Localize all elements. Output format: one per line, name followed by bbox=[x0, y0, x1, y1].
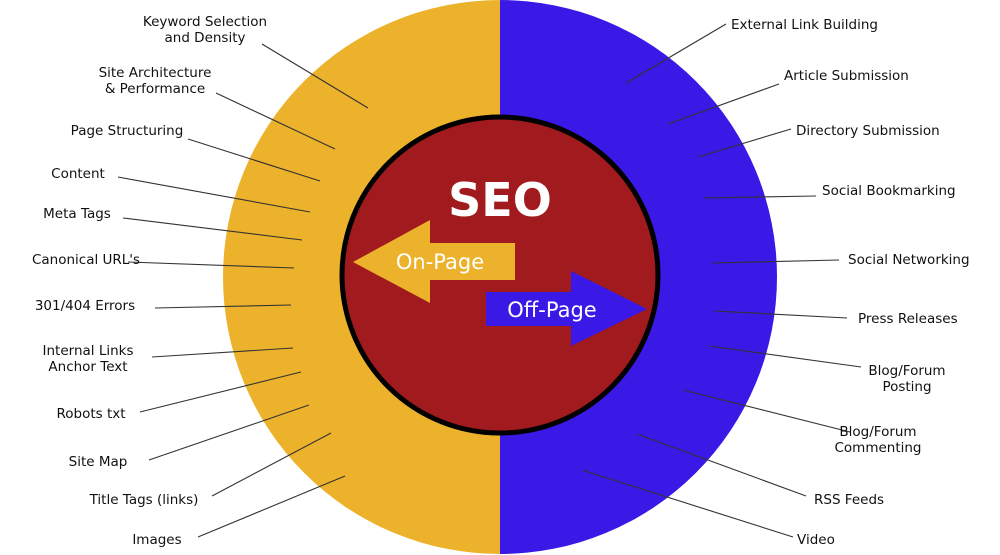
on-page-item-label-line: Meta Tags bbox=[43, 206, 111, 222]
on-page-item-leader-line bbox=[197, 475, 346, 538]
on-page-item-label-line: Keyword Selection bbox=[143, 14, 267, 30]
on-page-item-leader-line bbox=[187, 138, 321, 182]
on-page-item-leader-line bbox=[122, 217, 303, 241]
on-page-item-leader-line bbox=[154, 304, 292, 309]
on-page-item-label-line: Anchor Text bbox=[48, 359, 127, 375]
on-page-item-label: Meta Tags bbox=[43, 206, 111, 222]
off-page-item-leader-line bbox=[703, 195, 817, 199]
off-page-item-label: External Link Building bbox=[731, 17, 878, 33]
on-page-item-label-line: Robots txt bbox=[56, 406, 125, 422]
on-page-item-leader-line bbox=[139, 371, 302, 413]
on-page-item-label-line: Images bbox=[132, 532, 181, 548]
on-page-item-label-line: and Density bbox=[164, 30, 245, 46]
off-page-item-label-line: Social Bookmarking bbox=[822, 183, 956, 199]
on-page-item-label: Site Map bbox=[69, 454, 128, 470]
off-page-item-leader-line bbox=[713, 310, 848, 319]
on-page-item-label: Canonical URL's bbox=[32, 252, 140, 268]
on-page-item-leader-line bbox=[127, 261, 295, 269]
off-page-item-label: Video bbox=[797, 532, 835, 548]
off-page-item-label-line: Video bbox=[797, 532, 835, 548]
on-page-item-label: Content bbox=[51, 166, 105, 182]
off-page-item-label-line: Press Releases bbox=[858, 311, 958, 327]
off-page-item-leader-line bbox=[581, 469, 794, 538]
off-page-item-label-line: Article Submission bbox=[784, 68, 909, 84]
off-page-item-label-line: RSS Feeds bbox=[814, 492, 884, 508]
off-page-item-label-line: Social Networking bbox=[848, 252, 970, 268]
on-page-item-label: Title Tags (links) bbox=[89, 492, 199, 508]
off-page-item-leader-line bbox=[667, 83, 780, 125]
on-page-item-leader-line bbox=[211, 432, 332, 497]
off-page-item-label-line: Blog/Forum bbox=[839, 424, 916, 440]
on-page-item-leader-line bbox=[215, 92, 336, 150]
on-page-item-label-line: 301/404 Errors bbox=[35, 298, 135, 314]
off-page-item-leader-line bbox=[625, 23, 727, 84]
off-page-item-label: Press Releases bbox=[858, 311, 958, 327]
on-page-item-label-line: Site Architecture bbox=[99, 65, 212, 81]
on-page-item-label: Site Architecture& Performance bbox=[99, 65, 212, 97]
off-page-item-leader-line bbox=[682, 389, 851, 433]
off-page-item-leader-line bbox=[697, 128, 792, 158]
on-page-arrow bbox=[353, 220, 515, 303]
on-page-item-leader-line bbox=[148, 404, 310, 461]
on-page-item-label-line: Page Structuring bbox=[71, 123, 184, 139]
on-page-item-leader-line bbox=[261, 43, 369, 109]
on-page-item-label-line: & Performance bbox=[105, 81, 205, 97]
off-page-item-label: Social Bookmarking bbox=[822, 183, 956, 199]
off-page-item-leader-line bbox=[708, 345, 862, 368]
off-page-item-label-line: Blog/Forum bbox=[868, 363, 945, 379]
off-page-item-label-line: Commenting bbox=[834, 440, 921, 456]
on-page-item-label-line: Content bbox=[51, 166, 105, 182]
off-page-item-label: Social Networking bbox=[848, 252, 970, 268]
off-page-item-label-line: External Link Building bbox=[731, 17, 878, 33]
off-page-item-label: Article Submission bbox=[784, 68, 909, 84]
on-page-label: On-Page bbox=[396, 250, 484, 274]
on-page-item-label-line: Canonical URL's bbox=[32, 252, 140, 268]
on-page-item-label-line: Site Map bbox=[69, 454, 128, 470]
seo-title: SEO bbox=[448, 173, 552, 227]
off-page-item-label: RSS Feeds bbox=[814, 492, 884, 508]
off-page-item-leader-line bbox=[711, 259, 840, 264]
on-page-item-leader-line bbox=[151, 347, 294, 358]
off-page-item-leader-line bbox=[636, 433, 807, 497]
off-page-label: Off-Page bbox=[507, 298, 596, 322]
on-page-item-label-line: Title Tags (links) bbox=[89, 492, 199, 508]
on-page-item-label: 301/404 Errors bbox=[35, 298, 135, 314]
off-page-item-label-line: Posting bbox=[882, 379, 931, 395]
on-page-item-leader-line bbox=[117, 176, 311, 213]
on-page-item-label: Page Structuring bbox=[71, 123, 184, 139]
on-page-item-label-line: Internal Links bbox=[43, 343, 134, 359]
on-page-item-label: Robots txt bbox=[56, 406, 125, 422]
off-page-arrow bbox=[486, 271, 647, 346]
off-page-item-label: Directory Submission bbox=[796, 123, 940, 139]
on-page-item-label: Images bbox=[132, 532, 181, 548]
off-page-item-label-line: Directory Submission bbox=[796, 123, 940, 139]
